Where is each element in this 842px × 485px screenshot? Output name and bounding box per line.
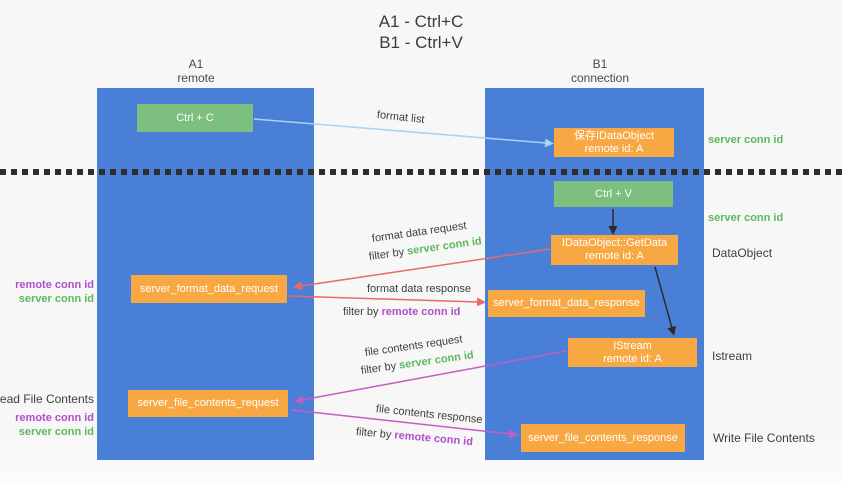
label-format-list: format list bbox=[376, 109, 426, 126]
node-ctrl-c: Ctrl + C bbox=[137, 104, 253, 132]
title-line-1: A1 - Ctrl+C bbox=[378, 12, 464, 31]
label-remote-conn-id-left-2: remote conn id bbox=[15, 412, 94, 424]
column-b1-role: connection bbox=[570, 71, 630, 85]
column-b1-name: B1 bbox=[592, 57, 608, 71]
label-server-conn-id-left-2: server conn id bbox=[18, 426, 94, 438]
label-remote-conn-id-left-1: remote conn id bbox=[15, 279, 94, 291]
diagram-title: A1 - Ctrl+C B1 - Ctrl+V bbox=[0, 11, 842, 53]
label-server-conn-id-left-1: server conn id bbox=[18, 293, 94, 305]
node-getdata-line2: remote id: A bbox=[585, 250, 644, 262]
label-istream: Istream bbox=[712, 349, 753, 363]
filter-by-text: filter by bbox=[355, 426, 392, 442]
column-a1-role: remote bbox=[177, 71, 215, 85]
label-filter-by-remote-conn-1: filter by remote conn id bbox=[343, 306, 460, 318]
label-filter-by-remote-conn-2: filter by remote conn id bbox=[355, 426, 473, 448]
node-istream-line2: remote id: A bbox=[603, 352, 662, 365]
node-istream-line1: IStream bbox=[613, 339, 652, 352]
label-file-contents-response: file contents response bbox=[375, 403, 484, 427]
node-getdata-line1: IDataObject::GetData bbox=[561, 237, 668, 249]
node-format-response-label: server_format_data_response bbox=[493, 297, 640, 309]
node-idataobject-getdata: IDataObject::GetData remote id: A bbox=[551, 235, 678, 265]
node-save-idataobject: 保存IDataObject remote id: A bbox=[554, 128, 674, 157]
label-conn-ids-left-1: remote conn id server conn id bbox=[15, 278, 94, 306]
label-server-conn-id-right-2: server conn id bbox=[708, 212, 784, 224]
label-conn-ids-left-2: remote conn id server conn id bbox=[15, 411, 94, 439]
node-file-response-label: server_file_contents_response bbox=[528, 431, 678, 444]
title-line-2: B1 - Ctrl+V bbox=[379, 33, 463, 52]
node-save-idataobject-line1: 保存IDataObject bbox=[573, 129, 655, 142]
label-read-file-contents: Read File Contents bbox=[0, 392, 94, 406]
label-server-conn-id-right-1: server conn id bbox=[708, 134, 784, 146]
node-ctrl-c-label: Ctrl + C bbox=[176, 111, 214, 124]
format-data-response-arrow bbox=[288, 295, 486, 307]
node-ctrl-v: Ctrl + V bbox=[554, 181, 673, 207]
column-header-a1: A1 remote bbox=[87, 57, 305, 85]
node-file-request-label: server_file_contents_request bbox=[137, 397, 279, 409]
filter-by-text: filter by bbox=[343, 306, 379, 318]
column-header-b1: B1 connection bbox=[491, 57, 709, 85]
node-server-format-data-request: server_format_data_request bbox=[131, 275, 287, 303]
node-server-file-contents-request: server_file_contents_request bbox=[128, 390, 288, 417]
column-a1-name: A1 bbox=[188, 57, 204, 71]
node-server-file-contents-response: server_file_contents_response bbox=[521, 424, 685, 452]
node-istream: IStream remote id: A bbox=[568, 338, 697, 367]
label-write-file-contents: Write File Contents bbox=[713, 431, 815, 445]
node-save-idataobject-line2: remote id: A bbox=[584, 142, 644, 155]
label-format-data-response: format data response bbox=[367, 283, 471, 295]
dotted-separator-line bbox=[0, 169, 842, 175]
remote-conn-id-text: remote conn id bbox=[381, 306, 461, 318]
node-ctrl-v-label: Ctrl + V bbox=[595, 187, 632, 200]
filter-by-text: filter by bbox=[360, 360, 397, 377]
remote-conn-id-text: remote conn id bbox=[393, 429, 474, 449]
node-server-format-data-response: server_format_data_response bbox=[488, 290, 645, 317]
node-format-request-label: server_format_data_request bbox=[139, 282, 279, 295]
filter-by-text: filter by bbox=[368, 246, 405, 263]
label-dataobject: DataObject bbox=[712, 246, 773, 260]
